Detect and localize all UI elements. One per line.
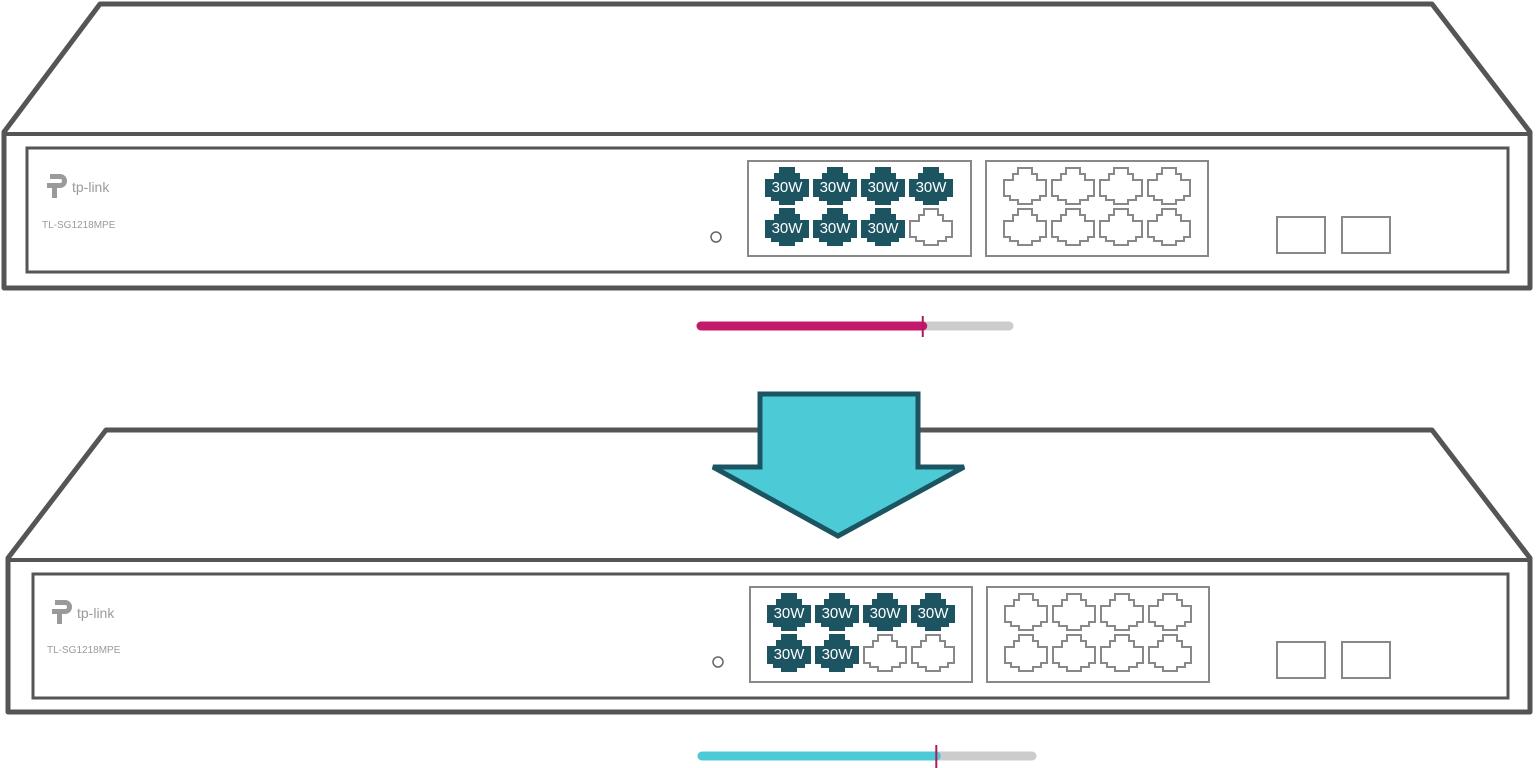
sfp-slot-icon xyxy=(1276,216,1326,254)
ethernet-port-icon xyxy=(1147,167,1191,205)
ethernet-port-icon xyxy=(909,167,953,205)
ethernet-port-icon xyxy=(813,208,857,246)
sfp-slot-icon xyxy=(1341,641,1391,679)
ethernet-port-icon xyxy=(1051,208,1095,246)
model-label: TL-SG1218MPE xyxy=(42,220,116,231)
port-power-label: 30W xyxy=(918,605,950,622)
ethernet-port-icon xyxy=(1003,167,1047,205)
ethernet-port-icon xyxy=(765,167,809,205)
tp-link-logo-icon xyxy=(47,174,67,198)
ethernet-ports xyxy=(1003,167,1191,246)
port-power-label: 30W xyxy=(772,220,804,237)
ethernet-port-icon xyxy=(1052,634,1096,672)
ethernet-port-icon xyxy=(911,593,955,631)
ethernet-port-icon xyxy=(767,634,811,672)
sfp-slot-icon xyxy=(1276,641,1326,679)
power-bar-bottom xyxy=(697,745,1037,768)
ethernet-port-icon xyxy=(1100,634,1144,672)
poe-port-group xyxy=(747,160,972,257)
port-power-label: 30W xyxy=(772,179,804,196)
ethernet-port-icon xyxy=(1099,208,1143,246)
ethernet-port-icon xyxy=(1052,593,1096,631)
ethernet-port-icon xyxy=(1100,593,1144,631)
port-power-label: 30W xyxy=(774,646,806,663)
port-power-label: 30W xyxy=(916,179,948,196)
ethernet-port-icon xyxy=(863,593,907,631)
ethernet-port-icon xyxy=(767,593,811,631)
ethernet-port-icon xyxy=(861,208,905,246)
power-bar-top xyxy=(696,316,1014,337)
ethernet-port-icon xyxy=(1148,593,1192,631)
ethernet-port-icon xyxy=(1003,208,1047,246)
ethernet-port-icon xyxy=(1148,634,1192,672)
port-power-label: 30W xyxy=(870,605,902,622)
ethernet-port-icon xyxy=(813,167,857,205)
ethernet-port-icon xyxy=(861,167,905,205)
ethernet-port-icon xyxy=(1004,593,1048,631)
port-power-label: 30W xyxy=(774,605,806,622)
brand-label: tp-link xyxy=(72,179,110,195)
ethernet-port-icon xyxy=(1051,167,1095,205)
ethernet-ports xyxy=(1004,593,1192,672)
switch-top-front-panel xyxy=(25,146,1510,274)
port-power-label: 30W xyxy=(820,179,852,196)
switch-top-chassis xyxy=(1,1,1533,291)
port-power-label: 30W xyxy=(868,220,900,237)
model-label: TL-SG1218MPE xyxy=(47,645,121,656)
brand-label: tp-link xyxy=(77,605,115,621)
ethernet-port-icon xyxy=(1099,167,1143,205)
port-power-label: 30W xyxy=(820,220,852,237)
ethernet-port-icon xyxy=(863,634,907,672)
port-power-label: 30W xyxy=(868,179,900,196)
port-group xyxy=(985,160,1209,257)
led-indicator-icon xyxy=(710,231,722,243)
ethernet-port-icon xyxy=(1004,634,1048,672)
poe-ports: 30W 30W 30W 30W 30W 30W xyxy=(767,593,955,672)
ethernet-port-icon xyxy=(765,208,809,246)
down-arrow-icon xyxy=(711,391,966,539)
led-indicator-icon xyxy=(712,656,724,668)
ethernet-port-icon xyxy=(815,593,859,631)
port-power-label: 30W xyxy=(822,605,854,622)
switch-bottom: tp-link TL-SG1218MPE 30W 30W 30W 30W 30W 30W xyxy=(5,427,1533,715)
sfp-slot-icon xyxy=(1341,216,1391,254)
ethernet-port-icon xyxy=(911,634,955,672)
tp-link-logo-icon xyxy=(52,600,72,624)
poe-port-group xyxy=(749,586,973,683)
ethernet-port-icon xyxy=(1147,208,1191,246)
port-power-label: 30W xyxy=(822,646,854,663)
ethernet-port-icon xyxy=(815,634,859,672)
port-group xyxy=(986,586,1210,683)
poe-ports: 30W 30W 30W 30W 30W 30W 30W xyxy=(765,167,953,246)
ethernet-port-icon xyxy=(909,208,953,246)
switch-bottom-front-panel xyxy=(31,572,1510,700)
